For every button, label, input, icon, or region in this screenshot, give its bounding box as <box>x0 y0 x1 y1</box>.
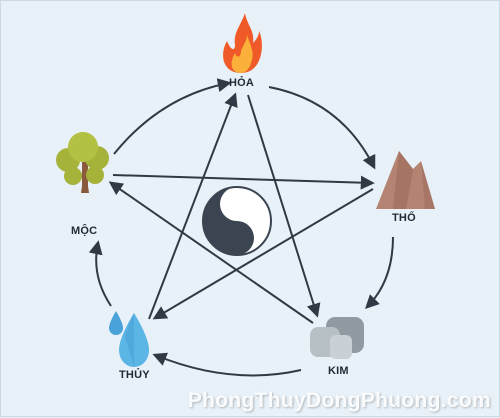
arrow-fire-to-earth <box>268 86 376 170</box>
controlling-cycle-arrows <box>108 92 375 324</box>
mountain-icon <box>376 151 435 209</box>
arrow-water-to-wood <box>88 240 112 307</box>
arrow-water-to-fire <box>148 92 238 320</box>
arrow-metal-to-water <box>152 352 302 377</box>
label-wood: MỘC <box>71 225 98 237</box>
metal-rocks-icon <box>310 317 364 359</box>
generating-cycle-arrows <box>88 78 394 377</box>
arrow-wood-to-earth <box>112 174 375 190</box>
label-earth: THỔ <box>392 212 416 224</box>
watermark: PhongThuyDongPhuong.com <box>187 389 491 412</box>
tree-icon <box>56 132 109 193</box>
arrow-fire-to-metal <box>247 94 321 318</box>
label-fire: HỎA <box>229 77 255 89</box>
arrow-earth-to-water <box>152 188 374 320</box>
yin-yang-icon <box>202 186 272 256</box>
arrow-metal-to-wood <box>108 181 314 324</box>
arrow-earth-to-metal <box>365 236 394 309</box>
arrow-wood-to-fire <box>113 78 232 155</box>
water-drops-icon <box>109 311 149 367</box>
label-water: THỦY <box>119 369 150 381</box>
label-metal: KIM <box>328 365 349 377</box>
fire-icon <box>223 13 262 73</box>
